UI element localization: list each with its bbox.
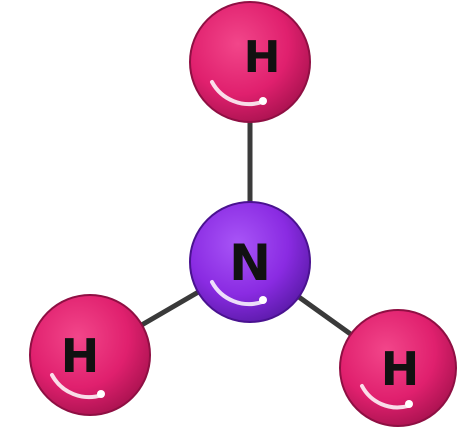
atom-label-h-right: H (381, 342, 420, 396)
sphere-glint (259, 97, 267, 105)
sphere-highlight (210, 280, 264, 306)
sphere-highlight (50, 373, 104, 399)
sphere-glint (405, 400, 413, 408)
sphere-highlight (360, 384, 410, 410)
sphere-glint (97, 390, 105, 398)
nitrogen-atom-center: N (189, 201, 311, 323)
atom-label-h-left: H (61, 329, 100, 383)
sphere-glint (259, 296, 267, 304)
atom-label-h-top: H (244, 32, 281, 83)
hydrogen-atom-left: H (29, 294, 151, 416)
hydrogen-atom-right: H (339, 309, 457, 427)
hydrogen-atom-top: H (189, 1, 311, 123)
atom-label-n-center: N (229, 234, 271, 292)
sphere-highlight (210, 80, 264, 106)
